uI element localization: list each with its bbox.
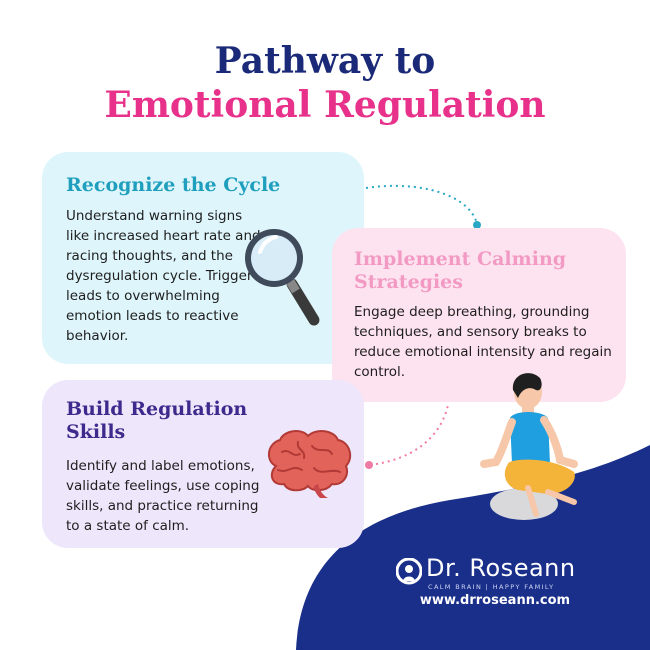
- meditating-person: [480, 373, 578, 520]
- card-heading: Recognize the Cycle: [66, 174, 281, 196]
- website-link[interactable]: www.drroseann.com: [419, 593, 571, 608]
- card-heading: Build Regulation Skills: [66, 398, 248, 443]
- title-line-1: Pathway to: [214, 40, 436, 82]
- card-description: Identify and label emotions, validate fe…: [66, 458, 260, 534]
- card-heading: Implement Calming Strategies: [354, 248, 567, 293]
- magnifying-glass-icon: [245, 229, 320, 326]
- brand-logo: Dr. Roseann CALM BRAIN | HAPPY FAMILY: [396, 554, 606, 592]
- card-recognize-cycle: Recognize the Cycle Understand warning s…: [42, 152, 364, 364]
- card-calming-strategies: Implement Calming Strategies Engage deep…: [332, 228, 626, 402]
- logo-mark-icon: [396, 558, 422, 585]
- title-line-2: Emotional Regulation: [104, 84, 546, 126]
- brand-tagline: CALM BRAIN | HAPPY FAMILY: [428, 583, 555, 591]
- brand-name: Dr. Roseann: [426, 554, 576, 582]
- brain-icon: [268, 430, 352, 498]
- card-description: Engage deep breathing, grounding techniq…: [354, 304, 612, 380]
- card-description: Understand warning signs like increased …: [66, 208, 261, 344]
